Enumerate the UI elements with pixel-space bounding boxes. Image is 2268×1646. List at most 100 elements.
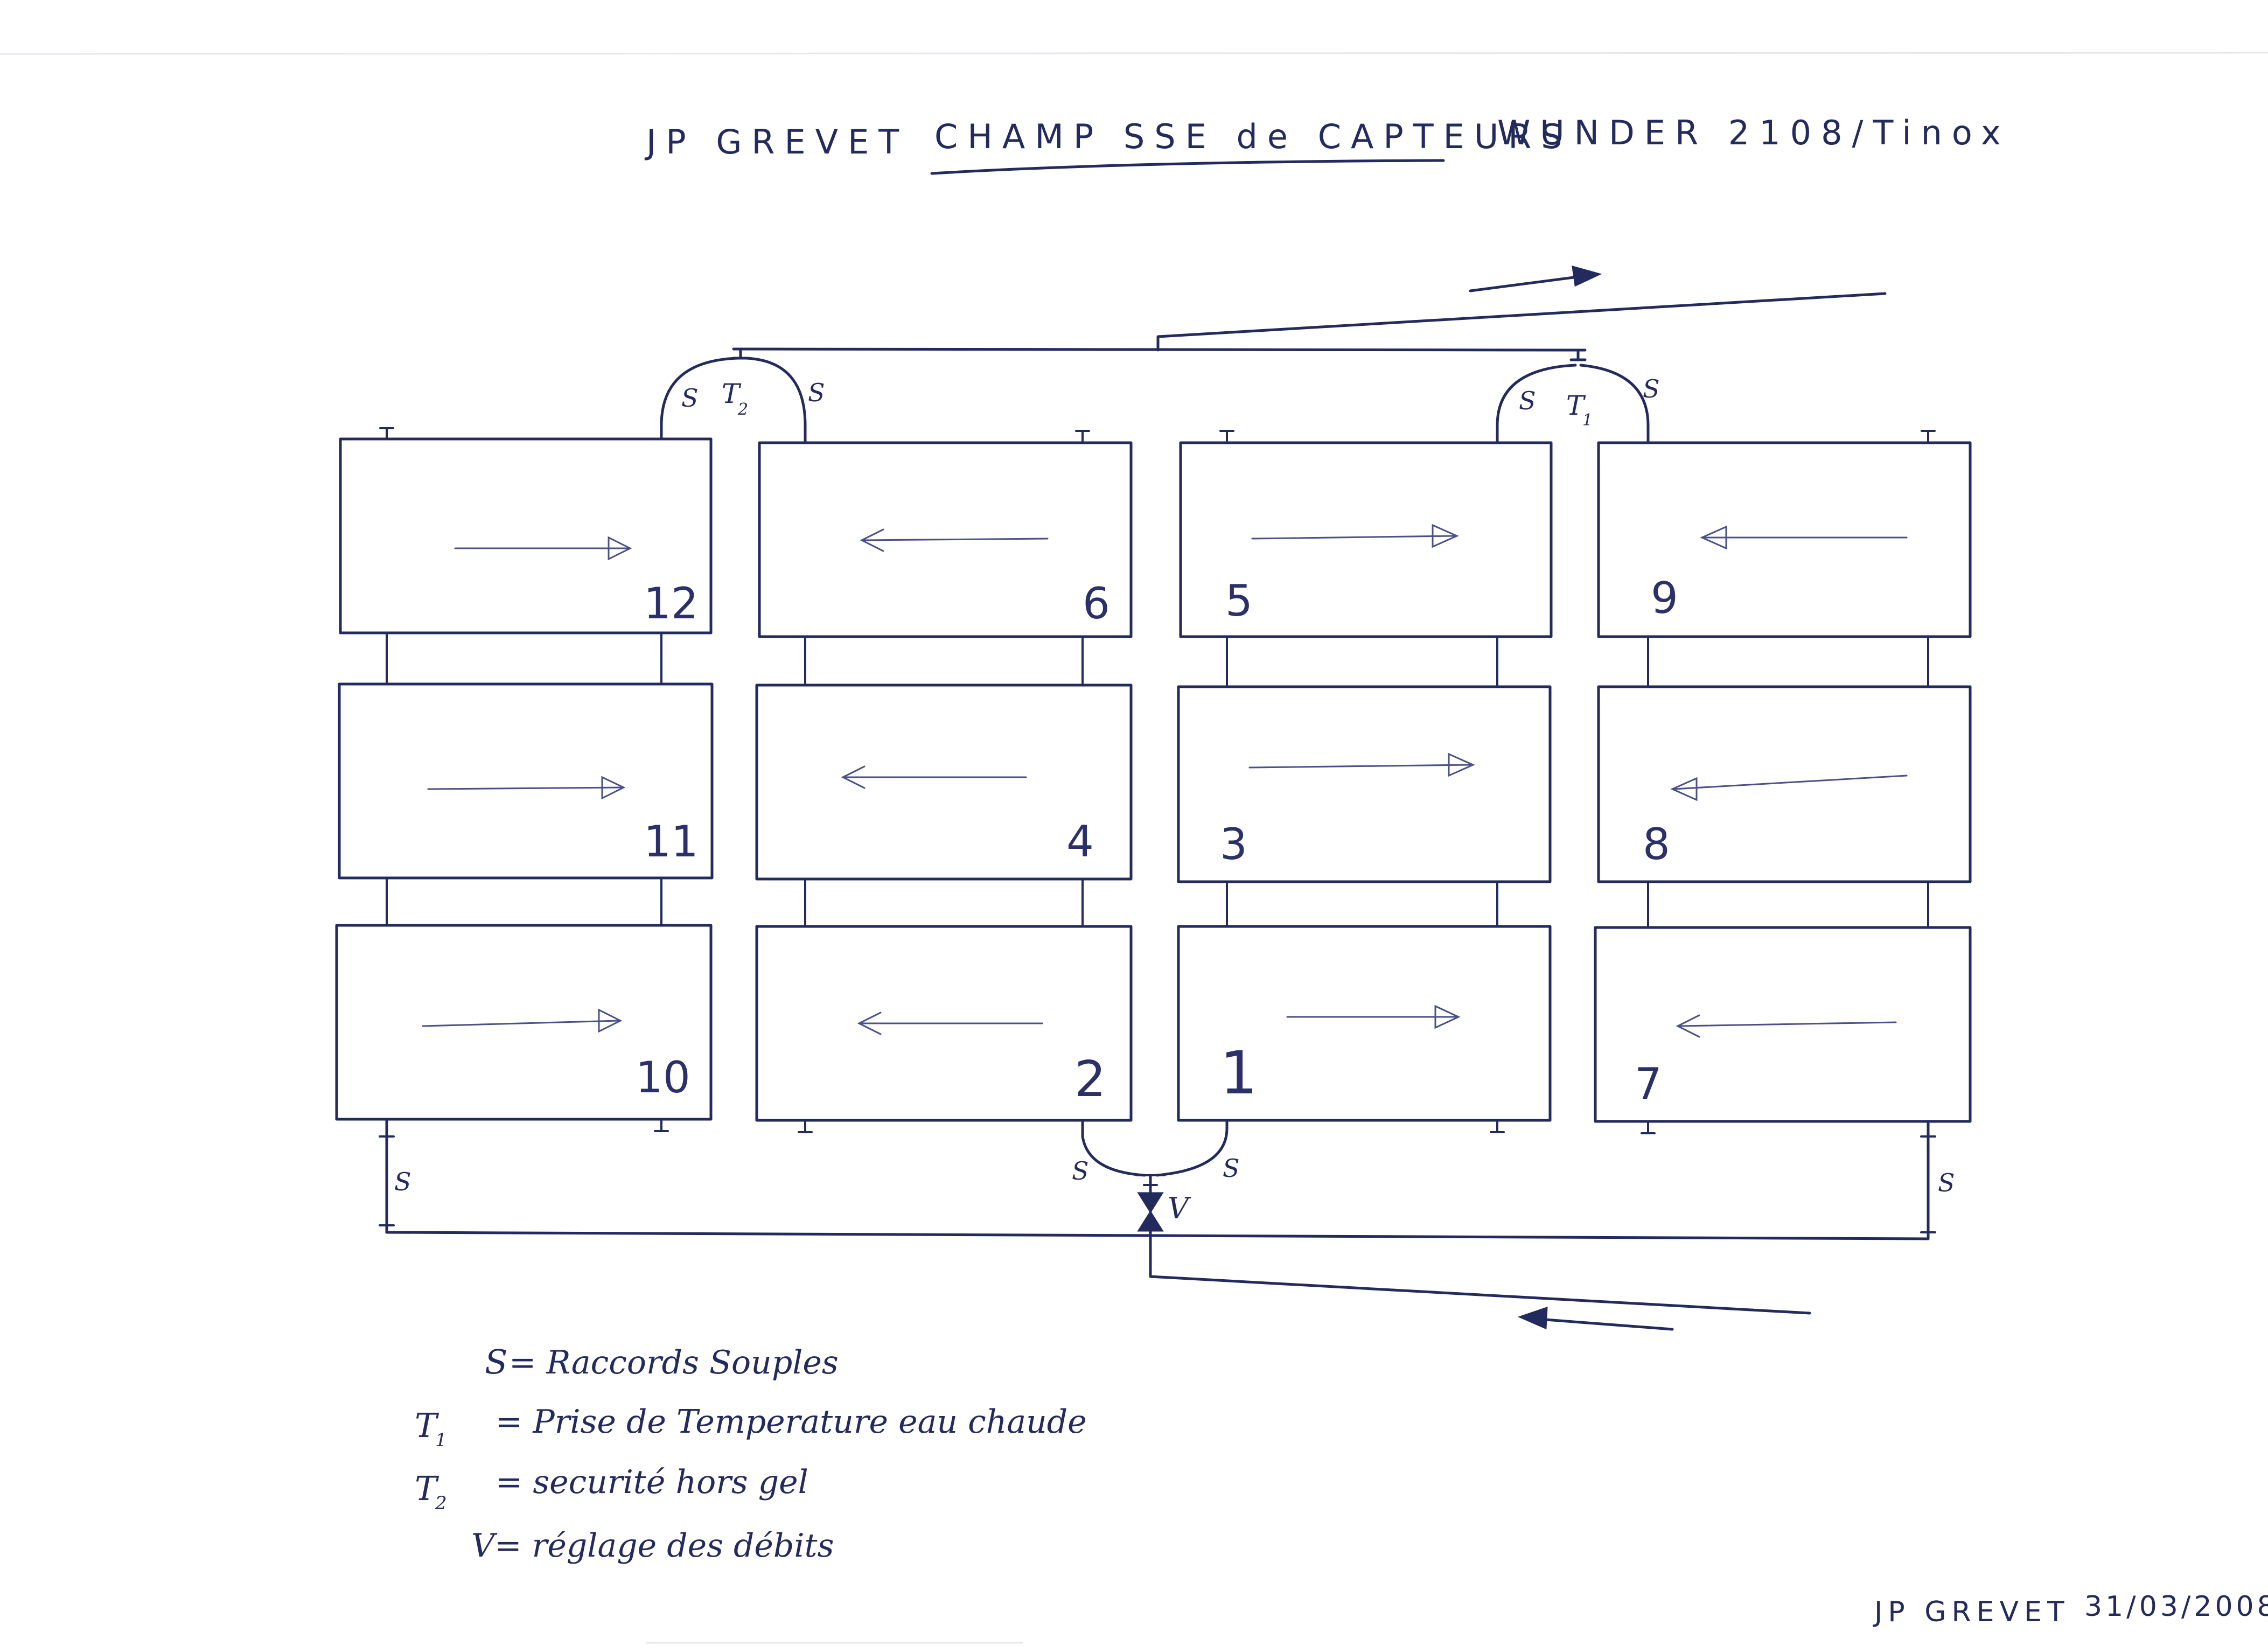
title-block: JP GREVET CHAMP SSE de CAPTEURS WUNDER 2… [644, 113, 2011, 175]
flow-arrow-left-icon [1676, 1014, 1700, 1038]
collector-panel-8: 8 [1597, 685, 1972, 883]
valve-icon [1137, 1192, 1164, 1232]
flow-arrow-left-icon [860, 528, 884, 552]
inlet-flow-arrow-icon [1517, 1306, 1548, 1330]
title-author: JP GREVET [644, 122, 909, 162]
label-s: S [1938, 1168, 1955, 1197]
panel-frame [335, 924, 713, 1121]
label-s: S [394, 1167, 411, 1196]
flow-line [422, 1020, 620, 1027]
collector-panel-12: 12 [339, 437, 713, 634]
legend-t1-sub: 1 [435, 1429, 447, 1451]
flow-line [427, 786, 623, 790]
label-s: S [808, 378, 825, 407]
label-s: S [1643, 374, 1660, 403]
t2-fitting [732, 347, 749, 360]
panel-frame [755, 683, 1133, 881]
legend-v-text: V= réglage des débits [471, 1527, 834, 1565]
collector-panel-4: 4 [755, 683, 1133, 881]
legend-t2-symbol: T [415, 1469, 439, 1508]
panel-number: 7 [1635, 1059, 1662, 1109]
flow-line [1677, 1021, 1897, 1027]
panel-frame [339, 437, 713, 634]
collector-panel-11: 11 [338, 682, 714, 880]
title-underline [930, 159, 1445, 175]
panel-number: 10 [636, 1052, 690, 1103]
label-s: S [1519, 386, 1536, 415]
panel-number: 11 [644, 817, 699, 867]
panel-number: 5 [1225, 576, 1253, 626]
panel-frame [758, 441, 1133, 638]
flow-arrow-right-icon [1434, 1005, 1461, 1029]
riser-fittings [379, 1135, 1936, 1233]
collector-panel-1: 1 [1177, 925, 1552, 1122]
bottom-header-pipe [385, 1231, 1930, 1240]
collector-panel-3: 3 [1177, 685, 1552, 883]
flow-arrow-left-icon [857, 1012, 882, 1035]
signature-block: JP GREVET 31/03/2008 [1873, 1591, 2268, 1628]
panel-number: 9 [1651, 573, 1678, 623]
panel-number: 12 [644, 578, 699, 629]
panel-frame [755, 925, 1133, 1122]
cold-inlet-pipe: S S S V S [379, 1118, 1955, 1331]
collector-panel-7: 7 [1594, 926, 1972, 1123]
label-s: S [1072, 1156, 1089, 1185]
inter-panel-connectors [386, 632, 1929, 929]
legend-t2-text: = securité hors gel [496, 1463, 808, 1501]
signature-author: JP GREVET [1873, 1596, 2070, 1628]
panel-frame [1177, 925, 1552, 1122]
flex-hose-s-t1-right [1579, 364, 1650, 444]
panel-frame [1594, 926, 1972, 1123]
flow-line [1251, 535, 1455, 540]
label-s: S [1223, 1154, 1240, 1183]
flex-hose-s-v-right [1155, 1119, 1229, 1177]
scan-edge-top [0, 52, 2268, 55]
collector-panel-6: 6 [758, 441, 1133, 638]
flow-arrow-right-icon [601, 776, 626, 800]
outlet-flow-arrow-icon [1572, 265, 1602, 287]
t1-fitting [1569, 348, 1587, 361]
flow-arrow-left-icon [1670, 777, 1698, 801]
collector-panel-10: 10 [335, 924, 713, 1121]
panel-frame [338, 682, 714, 880]
panel-frame [1177, 685, 1552, 883]
flow-line [861, 538, 1049, 541]
outlet-pipe-to-tank [1156, 292, 1887, 352]
label-t1: T [1566, 390, 1586, 421]
legend-s-text: = Raccords Souples [509, 1344, 839, 1382]
legend-t2-sub: 2 [435, 1492, 447, 1514]
flow-arrow-right-icon [598, 1008, 623, 1033]
legend: S = Raccords Souples T 1 = Prise de Temp… [415, 1342, 1087, 1565]
flow-arrow-left-icon [841, 765, 866, 789]
inlet-flow-line [1523, 1316, 1674, 1331]
bottom-plug-caps [654, 1118, 1656, 1134]
flow-arrow-right-icon [1448, 752, 1475, 777]
valve-fitting [1135, 1174, 1166, 1186]
panel-frame [1597, 441, 1972, 638]
flex-hose-s-v-left [1081, 1119, 1146, 1177]
flow-arrow-left-icon [1700, 525, 1727, 550]
top-plug-caps [379, 427, 1936, 444]
outlet-flow-line [1469, 274, 1588, 292]
label-s: S [681, 383, 699, 413]
panel-number: 2 [1074, 1050, 1106, 1108]
title-main: CHAMP SSE de CAPTEURS [934, 117, 1572, 156]
legend-t1-symbol: T [415, 1406, 439, 1445]
legend-s-symbol: S [485, 1342, 507, 1382]
panel-number: 1 [1220, 1038, 1258, 1107]
panel-number: 6 [1083, 578, 1110, 629]
collector-panel-9: 9 [1597, 441, 1972, 638]
inlet-pipe-from-supply [1149, 1275, 1811, 1315]
flex-hose-s-t2-right [744, 357, 807, 444]
hot-outlet-pipe: S T 2 S S T 1 S [660, 265, 1887, 444]
flow-arrow-right-icon [1432, 524, 1459, 548]
signature-date: 31/03/2008 [2084, 1591, 2268, 1623]
title-model: WUNDER 2108/Tinox [1497, 113, 2011, 152]
flex-hose-s-t2-left [660, 357, 739, 441]
flow-arrow-right-icon [608, 536, 632, 561]
legend-t1-text: = Prise de Temperature eau chaude [496, 1403, 1087, 1441]
collector-panel-5: 5 [1179, 441, 1553, 638]
panel-number: 3 [1220, 819, 1247, 869]
flex-hose-s-t1-left [1496, 364, 1577, 444]
